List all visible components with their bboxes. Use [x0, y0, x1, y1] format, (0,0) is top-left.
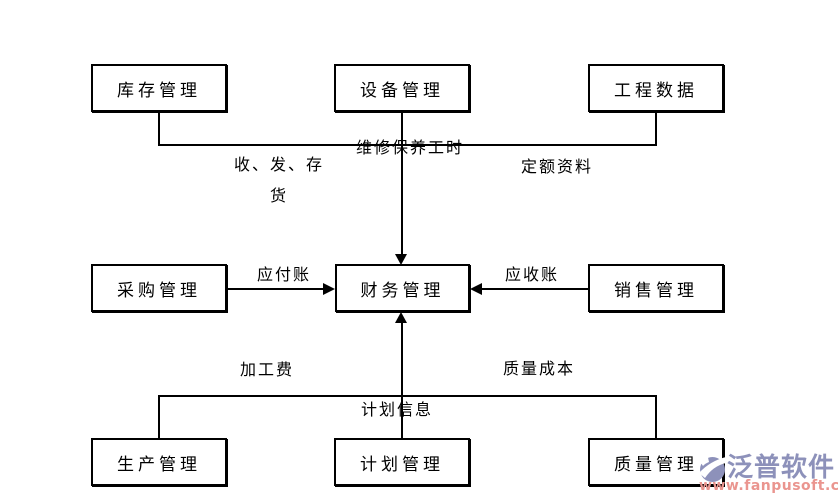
node-equipment-management: 设备管理	[334, 64, 470, 112]
arrowhead-right-icon	[323, 283, 335, 295]
node-engineering-data: 工程数据	[588, 64, 724, 112]
connector-planning-to-finance	[401, 322, 403, 438]
node-planning-management: 计划管理	[334, 438, 470, 486]
connector-bottom-bus	[158, 395, 657, 397]
connector-procurement-to-finance	[227, 288, 324, 290]
node-inventory-management: 库存管理	[91, 64, 227, 112]
connector-engineering-to-bus	[655, 112, 657, 146]
connector-inventory-to-bus	[158, 112, 160, 146]
edge-label-quota-data: 定额资料	[520, 157, 594, 176]
node-procurement-management: 采购管理	[91, 264, 227, 312]
fanpu-url-text: www.fanpusoft.com	[699, 478, 838, 494]
node-sales-management: 销售管理	[588, 264, 724, 312]
edge-label-quality-cost: 质量成本	[502, 359, 576, 378]
edge-label-plan-info: 计划信息	[360, 400, 434, 419]
edge-label-stock-flow-line1: 收、发、存	[233, 155, 325, 174]
edge-label-maintenance-hours: 维修保养工时	[355, 138, 465, 157]
arrowhead-up-icon	[395, 312, 407, 323]
node-quality-management: 质量管理	[588, 438, 724, 486]
connector-quality-to-bus	[655, 395, 657, 438]
node-production-management: 生产管理	[91, 438, 227, 486]
arrowhead-left-icon	[470, 283, 482, 295]
edge-label-accounts-receivable: 应收账	[504, 265, 560, 284]
fanpu-logo-icon	[699, 457, 726, 482]
arrowhead-down-icon	[395, 254, 407, 265]
edge-label-accounts-payable: 应付账	[256, 265, 312, 284]
edge-label-processing-fee: 加工费	[239, 360, 295, 379]
connector-equipment-to-finance	[401, 112, 403, 255]
fanpu-brand-text: 泛普软件	[727, 453, 836, 483]
node-finance-management: 财务管理	[335, 264, 470, 312]
connector-sales-to-finance	[481, 288, 588, 290]
connector-production-to-bus	[158, 395, 160, 438]
edge-label-stock-flow-line2: 货	[269, 186, 289, 205]
connector-top-bus	[158, 144, 657, 146]
